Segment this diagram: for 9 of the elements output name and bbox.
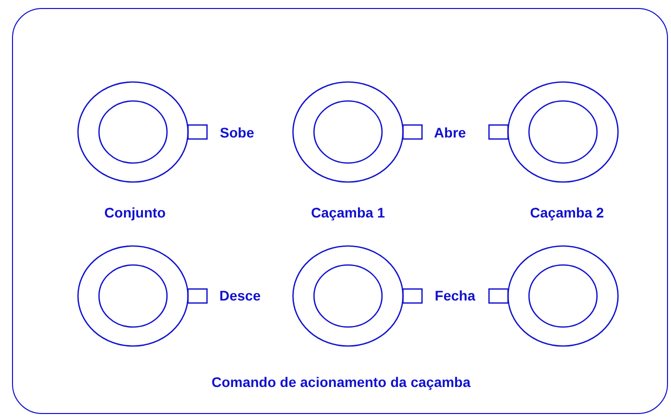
control-label: Caçamba 1 [311, 204, 385, 222]
panel-caption: Comando de acionamento da caçamba [210, 373, 472, 392]
control-label: Abre [434, 124, 466, 142]
control-label: Desce [219, 286, 261, 306]
control-label: Conjunto [104, 204, 166, 222]
control-label: Caçamba 2 [530, 204, 604, 222]
control-label: Fecha [434, 286, 476, 306]
control-panel [12, 8, 668, 414]
control-label: Sobe [220, 124, 254, 142]
